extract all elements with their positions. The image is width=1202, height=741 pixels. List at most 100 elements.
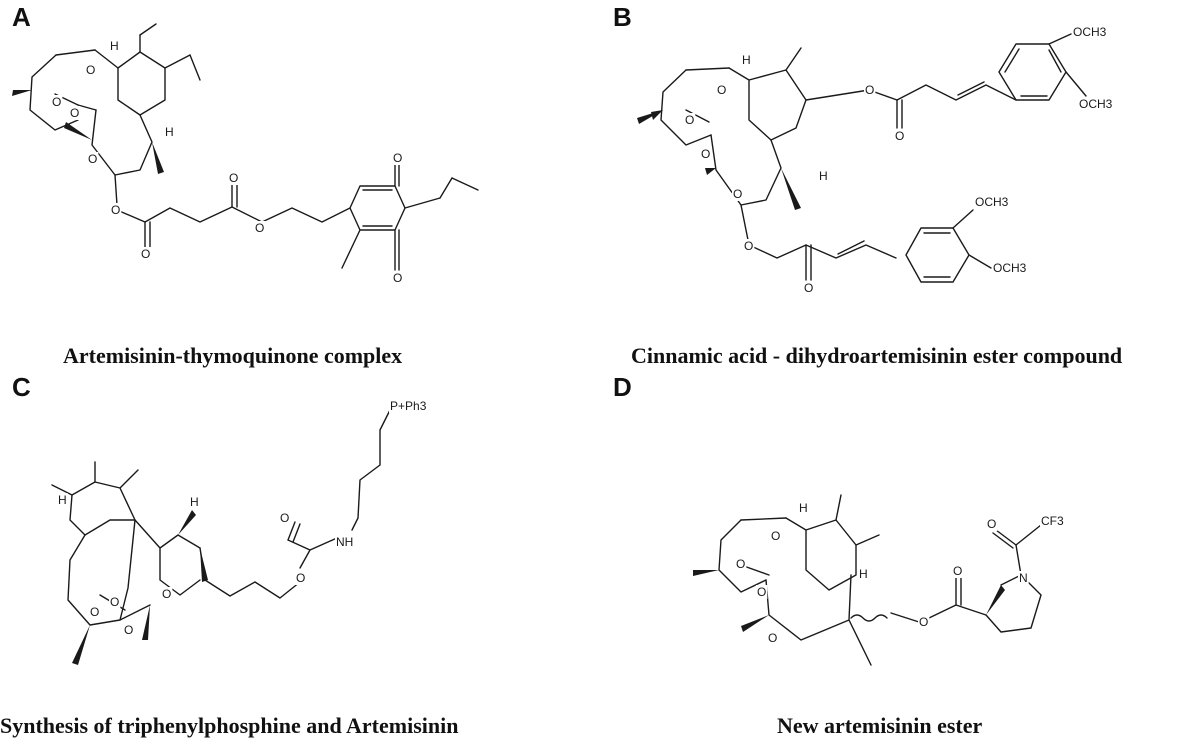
bond-b-double	[1004, 48, 1020, 73]
bond-a-ring7	[29, 54, 79, 131]
atom-label-backing	[1072, 25, 1108, 39]
atom-label: P+Ph3	[390, 399, 427, 413]
atom-label-backing	[864, 83, 876, 97]
atom-label-backing	[858, 567, 869, 581]
bond-a-isopropyl	[439, 177, 453, 199]
atom-label-backing	[741, 53, 752, 67]
atom-label-backing	[110, 203, 122, 217]
bond-b	[785, 47, 802, 71]
atom-label-backing	[798, 501, 809, 515]
wedge-b-methyl	[651, 110, 663, 120]
atom-label-backing	[952, 564, 964, 578]
atom-label: O	[744, 239, 753, 253]
atom-label: O	[865, 83, 874, 97]
atom-label: H	[190, 495, 199, 509]
panel-letter-d: D	[613, 372, 632, 402]
bond-c-carbamate	[287, 537, 338, 551]
bond-d	[890, 612, 920, 623]
atom-label-backing	[89, 605, 101, 619]
atom-label-backing	[140, 247, 152, 261]
atom-label-backing	[700, 147, 712, 161]
bond-a-ring-lower	[91, 109, 153, 176]
atom-label: H	[859, 567, 868, 581]
atom-label-backing	[735, 557, 747, 571]
structure-b: H O O O H O O O O O OCH3 OCH3 OCH3 OCH3	[637, 25, 1114, 295]
atom-label-backing	[684, 113, 696, 127]
bond-d-ring6	[785, 517, 857, 591]
wedge-b-methyl2	[637, 110, 663, 124]
atom-label-backing	[85, 63, 97, 77]
bond-c-chain	[351, 409, 391, 531]
atom-label: O	[70, 106, 79, 120]
atom-label-backing	[123, 623, 135, 637]
atom-label: H	[799, 501, 808, 515]
bond-b-ring6	[728, 67, 807, 141]
atom-label-backing	[389, 399, 428, 413]
panel-caption-a: Artemisinin-thymoquinone complex	[63, 343, 403, 368]
atom-label-backing	[894, 129, 906, 143]
atom-label-backing	[279, 511, 291, 525]
atom-label: OCH3	[975, 195, 1009, 209]
atom-label: O	[733, 187, 742, 201]
atom-label-backing	[732, 187, 744, 201]
bond-d-carbonyl	[995, 529, 1017, 546]
panel-caption-c: Synthesis of triphenylphosphine and Arte…	[0, 713, 459, 738]
atom-label: O	[255, 221, 264, 235]
bond-d	[835, 494, 842, 521]
atom-label: O	[804, 281, 813, 295]
ring-b-aryl-top	[998, 43, 1067, 101]
atom-label: H	[110, 39, 119, 53]
atom-label-backing	[69, 106, 81, 120]
bond-c-ring-pyran	[159, 534, 201, 596]
bond-c-ring6	[69, 481, 161, 549]
bond-d-ring-lower	[765, 574, 852, 641]
bond-d-wavy	[850, 614, 888, 622]
panel-b: B	[601, 0, 1202, 370]
bond-b-methoxy	[952, 209, 974, 229]
bond-d-ring7	[718, 519, 767, 593]
wedge-b-methyl4	[705, 168, 716, 175]
atom-label: CF3	[1041, 514, 1064, 528]
panel-letter-b: B	[613, 2, 632, 32]
atom-label: O	[736, 557, 745, 571]
atom-label-backing	[254, 221, 266, 235]
wedge-d-proline	[986, 585, 1005, 615]
atom-label-backing	[992, 261, 1028, 275]
atom-label: OCH3	[993, 261, 1027, 275]
ring-a-quinone	[349, 185, 406, 231]
atom-label: O	[141, 247, 150, 261]
bond-b-peroxide	[685, 109, 710, 123]
atom-label-backing	[986, 517, 998, 531]
bond-a-isopropyl	[404, 197, 441, 209]
bond-c	[119, 604, 151, 621]
atom-label-backing	[57, 493, 68, 507]
atom-label-backing	[1078, 97, 1114, 111]
atom-label-backing	[51, 95, 63, 109]
wedge-d-methyl2	[741, 615, 769, 632]
atom-label: O	[393, 271, 402, 285]
atom-label: H	[819, 169, 828, 183]
panel-letter-c: C	[12, 372, 31, 402]
wedge-c-methyl3	[72, 625, 90, 665]
ring-b-aryl-bottom	[905, 227, 970, 283]
bond-b-alkene	[837, 240, 865, 255]
atom-label-backing	[164, 125, 175, 139]
atom-label: H	[742, 53, 751, 67]
bond-a-linker	[116, 206, 351, 223]
wedge-a-methyl2	[152, 142, 164, 174]
bond-b-methoxy	[968, 254, 992, 269]
atom-label: O	[919, 615, 928, 629]
bond-b-cinnamate	[868, 84, 1017, 101]
wedge-a-methyl3	[64, 122, 92, 140]
bond-b	[685, 67, 730, 71]
bond-b-methoxy	[1048, 33, 1072, 45]
ring-d-pyrrolidine	[985, 574, 1042, 633]
atom-label-backing	[818, 169, 829, 183]
atom-label: NH	[336, 535, 353, 549]
bond-c	[299, 549, 311, 569]
panel-c: C P+Ph3 NH O O H	[0, 370, 601, 740]
wedge-d-methyl	[693, 570, 719, 576]
atom-label-backing	[743, 239, 755, 253]
bond-c-carbonyl	[292, 523, 301, 543]
